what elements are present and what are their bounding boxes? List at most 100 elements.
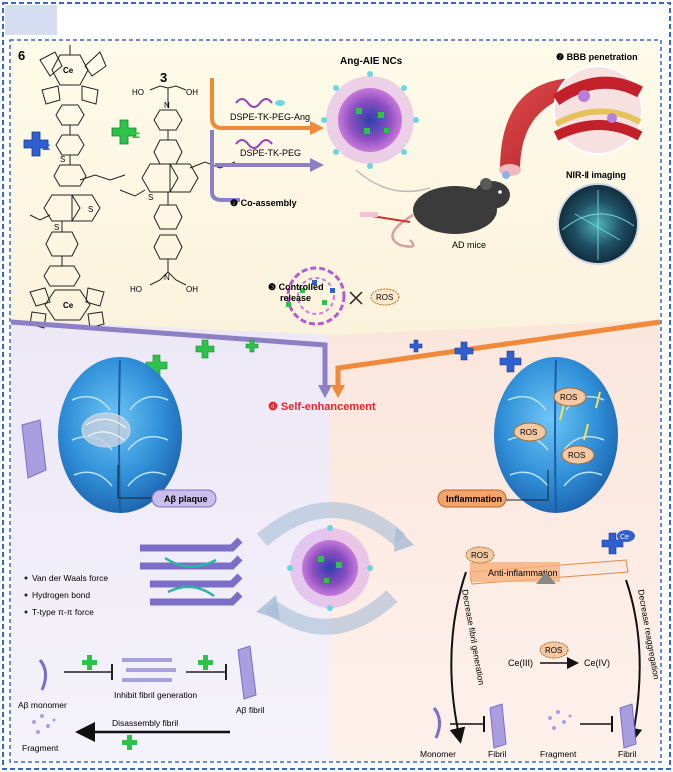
ros-bubble-1	[553, 387, 587, 407]
nir-imaging-circle	[557, 183, 639, 265]
peg-ang-chain-icon	[235, 98, 273, 108]
ros-label-redox: ROS	[545, 646, 562, 655]
blood-vessel-illustration	[499, 78, 590, 179]
n-label-top: N	[164, 101, 170, 110]
step3-line2: release	[280, 293, 311, 303]
ho-label-top: HO	[132, 88, 144, 97]
ce-badge-label: Ce	[620, 534, 629, 541]
left-brain-illustration	[58, 357, 182, 513]
purple-assembly-line	[210, 130, 240, 202]
peg-chain-icon	[235, 139, 273, 149]
inner-frame	[9, 39, 662, 763]
s-label-2: S	[88, 205, 93, 214]
fragment-label-right: Fragment	[540, 749, 577, 759]
green-plus-inhibit-1	[82, 655, 97, 670]
blue-equals: =	[42, 139, 50, 155]
ce-atom-label-bottom: Ce	[63, 301, 74, 310]
plaque-label: Aβ plaque	[164, 494, 208, 504]
ab-monomer-label: Aβ monomer	[18, 700, 67, 710]
inhibit-label: Inhibit fibril generation	[114, 690, 197, 700]
s-label-3: S	[54, 223, 59, 232]
blue-plus-icons-top	[409, 339, 522, 373]
inhibited-fibril-illustration	[122, 658, 176, 682]
orange-converge-arrow	[335, 319, 661, 385]
bullet-1	[24, 576, 28, 580]
center-bottom-curved-arrow	[265, 590, 398, 635]
step2-label: ❷ BBB penetration	[556, 52, 638, 62]
inflammation-label-pill	[437, 489, 507, 508]
anti-inflammation-fill	[470, 562, 560, 582]
ang-aie-nanocrystal	[321, 71, 419, 169]
fragment-dots-right	[548, 710, 572, 730]
ab-fibril-shape	[237, 645, 257, 700]
seesaw-fulcrum	[536, 572, 556, 584]
step4-label: ❹ Self-enhancement	[268, 401, 376, 413]
ros-bubble-release	[370, 288, 400, 306]
dspe-peg-label: DSPE-TK-PEG	[240, 148, 301, 158]
nir-imaging-label: NIR-Ⅱ imaging	[566, 170, 626, 180]
ros-bubble-2	[513, 422, 547, 442]
step3-line1: ❸ Controlled	[268, 282, 324, 292]
purple-converge-head	[318, 385, 332, 398]
s-label-1: S	[60, 155, 65, 164]
oh-label-top: OH	[186, 88, 198, 97]
green-plus-disassembly	[122, 735, 137, 750]
ros-label-2: ROS	[520, 428, 537, 437]
ab-fibril-label: Aβ fibril	[236, 705, 265, 715]
ho-label-bottom: HO	[130, 285, 142, 294]
ros-bubble-redox	[539, 641, 569, 659]
decrease-reaggregation-arrow	[625, 579, 643, 744]
nanocrystal-label: Ang-AIE NCs	[340, 56, 403, 67]
green-plus-legend-icon	[111, 119, 137, 145]
monomer-label-right: Monomer	[420, 749, 456, 759]
monomer-shape-right	[432, 707, 441, 739]
ros-label-3: ROS	[568, 451, 585, 460]
disassembling-nanocrystal	[286, 266, 363, 326]
center-top-arrow-head	[394, 527, 414, 552]
compound-6-structure	[29, 45, 126, 329]
force-3: T-type π-π force	[32, 607, 94, 617]
s-label-c3: S	[148, 193, 153, 202]
blue-plus-legend-icon	[23, 131, 49, 157]
inflammation-connector	[500, 470, 549, 501]
green-plus-inhibit-2	[198, 655, 213, 670]
ce4-label: Ce(IV)	[584, 658, 610, 668]
fibril-shape-right-1	[489, 703, 507, 749]
ab-monomer-shape	[38, 659, 47, 691]
step1-label: ❶ Co-assembly	[230, 198, 297, 208]
inflammation-label: Inflammation	[446, 494, 502, 504]
ros-label-1: ROS	[560, 393, 577, 402]
blue-plus-ce-icon	[601, 532, 624, 555]
right-brain-illustration	[494, 357, 618, 513]
orange-converge-head	[331, 385, 345, 398]
plaque-label-pill	[151, 489, 217, 508]
oh-label-bottom: OH	[186, 285, 198, 294]
fragment-label-left: Fragment	[22, 743, 59, 753]
anti-inflammation-label: Anti-inflammation	[488, 568, 558, 578]
force-2: Hydrogen bond	[32, 590, 90, 600]
ros-bubble-seesaw	[465, 546, 495, 564]
ad-mice-label: AD mice	[452, 240, 486, 250]
fibril-shape-right-2	[619, 703, 637, 749]
purple-converge-arrow	[10, 319, 328, 385]
force-1: Van der Waals force	[32, 573, 108, 583]
center-nanocrystal	[287, 525, 373, 611]
compound-3-label: 3	[160, 70, 167, 85]
decrease-generation-arrow	[449, 571, 467, 744]
ros-label-seesaw: ROS	[471, 551, 488, 560]
ang-ligand-icon	[275, 100, 285, 106]
fibril-fragment-left	[21, 419, 47, 479]
fragment-dots-left	[32, 714, 56, 734]
nc-to-mouse-curve	[355, 169, 431, 193]
ros-bubble-3	[561, 445, 595, 465]
panel-tab	[5, 5, 57, 35]
dspe-ang-label: DSPE-TK-PEG-Ang	[230, 112, 310, 122]
fibril-label-right-1: Fibril	[488, 749, 507, 759]
bbb-zoom-circle	[552, 65, 643, 155]
orange-arrow-head	[310, 121, 324, 135]
center-bottom-arrow-head	[256, 595, 280, 620]
green-equals: =	[132, 127, 140, 143]
